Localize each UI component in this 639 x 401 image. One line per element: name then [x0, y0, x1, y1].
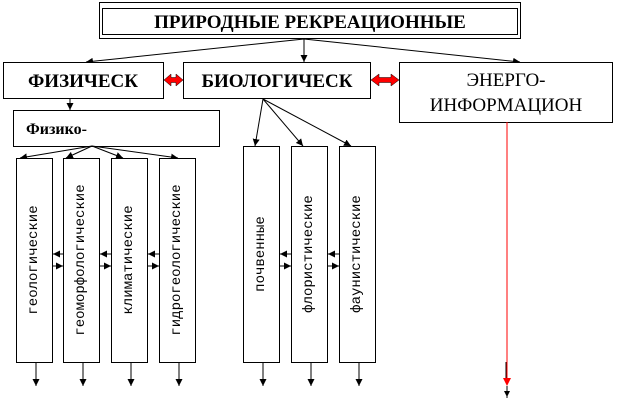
physical-label: ФИЗИЧЕСК	[28, 71, 138, 92]
item-label: гидрогеологические	[169, 184, 185, 335]
item-label: флористические	[301, 195, 317, 313]
physico-box: Физико-	[13, 110, 220, 147]
energy-label-line2: ИНФОРМАЦИОН	[430, 95, 583, 116]
biological-box: БИОЛОГИЧЕСК	[183, 62, 371, 99]
item-box: фаунистические	[339, 146, 376, 386]
item-label: геологические	[26, 205, 42, 314]
red-double-arrow-2	[370, 73, 400, 87]
physico-arrows	[19, 145, 179, 161]
energy-arrow	[503, 122, 511, 398]
biological-arrows	[252, 98, 352, 147]
energy-box: ЭНЕРГО- ИНФОРМАЦИОН	[399, 62, 613, 123]
item-box: флористические	[291, 146, 339, 386]
item-box: геологические	[16, 158, 63, 386]
title-text: ПРИРОДНЫЕ РЕКРЕАЦИОННЫЕ	[154, 12, 466, 33]
item-label: фаунистические	[349, 195, 365, 313]
item-label: климатические	[121, 205, 137, 314]
item-box: климатические	[111, 158, 159, 386]
physical-items: геологические геоморфологические климатиче…	[16, 158, 196, 386]
physico-label: Физико-	[26, 121, 87, 138]
biological-label: БИОЛОГИЧЕСК	[201, 71, 352, 92]
item-label: почвенные	[253, 216, 269, 292]
physical-box: ФИЗИЧЕСК	[3, 62, 164, 99]
title-arrows	[85, 38, 521, 65]
biological-items: почвенные флористические фаунистические	[243, 146, 376, 386]
item-box: почвенные	[243, 146, 291, 386]
item-box: гидрогеологические	[159, 158, 196, 386]
title-box: ПРИРОДНЫЕ РЕКРЕАЦИОННЫЕ	[99, 2, 521, 39]
item-label: геоморфологические	[73, 184, 89, 335]
item-box: геоморфологические	[63, 158, 111, 386]
red-double-arrow-1	[163, 73, 184, 87]
energy-label-line1: ЭНЕРГО-	[467, 70, 546, 91]
